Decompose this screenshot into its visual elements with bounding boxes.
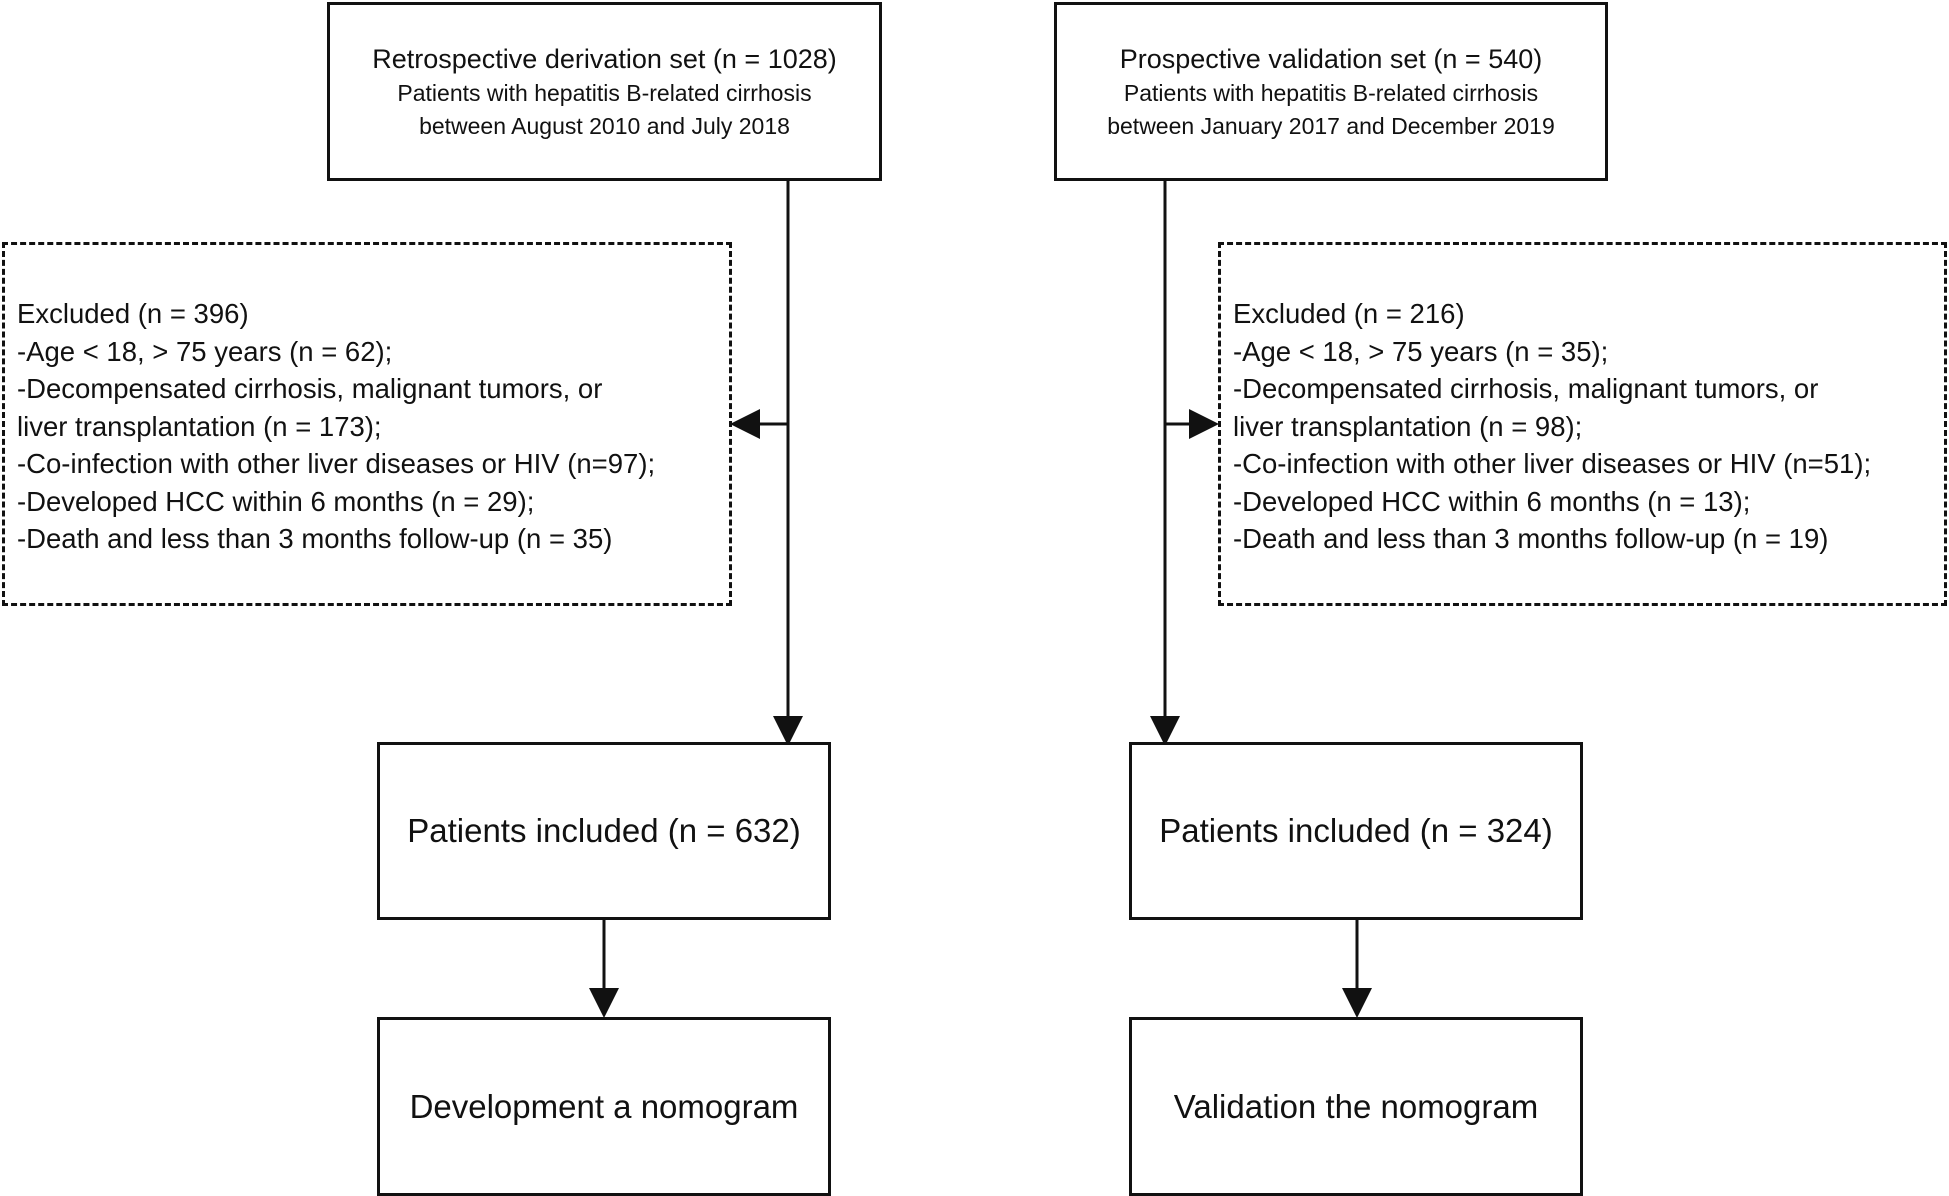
excluded-item: -Death and less than 3 months follow-up …	[1233, 523, 1829, 554]
excluded-item: -Developed HCC within 6 months (n = 29);	[17, 485, 535, 517]
excluded-header: Excluded (n = 216)	[1233, 298, 1465, 329]
development-nomogram-label: Development a nomogram	[409, 1087, 799, 1125]
validation-set-box: Prospective validation set (n = 540) Pat…	[1054, 2, 1608, 181]
derivation-set-box: Retrospective derivation set (n = 1028) …	[327, 2, 882, 181]
excluded-item: liver transplantation (n = 98);	[1233, 410, 1583, 442]
derivation-excluded-box: Excluded (n = 396) -Age < 18, > 75 years…	[2, 242, 732, 606]
excluded-item: -Death and less than 3 months follow-up …	[17, 523, 613, 554]
excluded-item: -Decompensated cirrhosis, malignant tumo…	[1233, 373, 1819, 404]
excluded-item: -Developed HCC within 6 months (n = 13);	[1233, 485, 1751, 517]
excluded-item: -Decompensated cirrhosis, malignant tumo…	[17, 373, 603, 404]
development-nomogram-box: Development a nomogram	[377, 1017, 831, 1196]
validation-excluded-box: Excluded (n = 216) -Age < 18, > 75 years…	[1218, 242, 1947, 606]
validation-nomogram-label: Validation the nomogram	[1173, 1087, 1539, 1125]
excluded-item: liver transplantation (n = 173);	[17, 410, 382, 442]
validation-set-desc-line2: between January 2017 and December 2019	[1107, 112, 1555, 139]
validation-included-label: Patients included (n = 324)	[1159, 812, 1553, 849]
derivation-set-desc-line1: Patients with hepatitis B-related cirrho…	[397, 79, 812, 106]
derivation-included-box: Patients included (n = 632)	[377, 742, 831, 920]
validation-set-desc-line1: Patients with hepatitis B-related cirrho…	[1123, 79, 1539, 106]
excluded-header: Excluded (n = 396)	[17, 298, 249, 329]
derivation-set-title: Retrospective derivation set (n = 1028)	[372, 43, 837, 74]
validation-nomogram-box: Validation the nomogram	[1129, 1017, 1583, 1196]
excluded-item: -Co-infection with other liver diseases …	[1233, 448, 1872, 479]
derivation-included-label: Patients included (n = 632)	[407, 812, 801, 849]
excluded-item: -Co-infection with other liver diseases …	[17, 448, 656, 479]
excluded-item: -Age < 18, > 75 years (n = 62);	[17, 335, 393, 367]
validation-set-title: Prospective validation set (n = 540)	[1119, 43, 1543, 74]
excluded-item: -Age < 18, > 75 years (n = 35);	[1233, 335, 1609, 367]
validation-included-box: Patients included (n = 324)	[1129, 742, 1583, 920]
derivation-set-desc-line2: between August 2010 and July 2018	[419, 112, 790, 139]
